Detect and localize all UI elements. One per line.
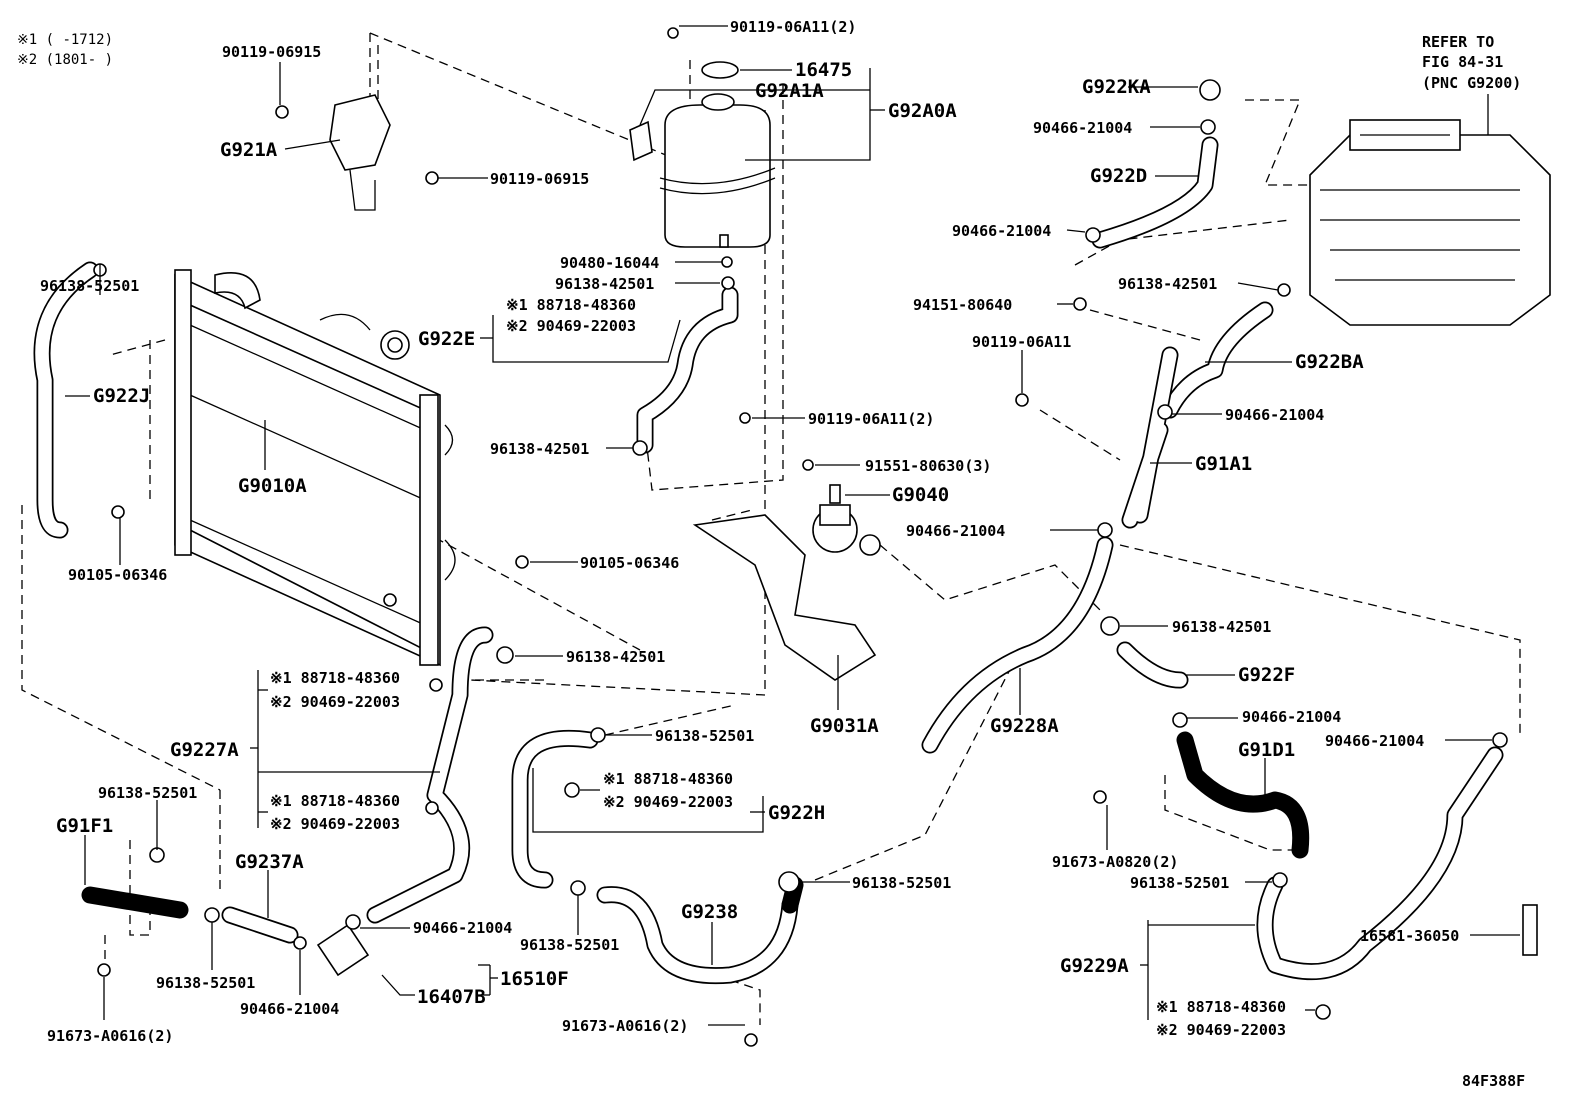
label-note2-90469-22003-a: ※2 90469-22003	[506, 317, 636, 335]
label-90119-06a11-2-top: 90119-06A11(2)	[730, 18, 856, 36]
label-96138-42501-f: 96138-42501	[1172, 618, 1271, 636]
label-note1-88718-48360-a: ※1 88718-48360	[506, 296, 636, 314]
refer-line-2: FIG 84-31	[1422, 53, 1503, 71]
label-note1-88718-48360-e: ※1 88718-48360	[1156, 998, 1286, 1016]
label-96138-42501-rad: 96138-42501	[566, 648, 665, 666]
label-90119-06a11-2-mid: 90119-06A11(2)	[808, 410, 934, 428]
label-91673-a0820-2: 91673-A0820(2)	[1052, 853, 1178, 871]
label-90466-21004-a1: 90466-21004	[906, 522, 1005, 540]
label-96138-42501-e: 96138-42501	[490, 440, 589, 458]
refer-line-1: REFER TO	[1422, 33, 1494, 51]
label-note1-88718-48360-d: ※1 88718-48360	[603, 770, 733, 788]
label-96138-42501-inv: 96138-42501	[1118, 275, 1217, 293]
label-90466-21004-d: 90466-21004	[952, 222, 1051, 240]
label-90119-06915-a: 90119-06915	[222, 43, 321, 61]
label-g921a: G921A	[220, 139, 278, 161]
water-pump	[692, 484, 881, 681]
figure-id: 84F388F	[1462, 1072, 1525, 1090]
leader-lines	[65, 25, 1520, 1026]
note-1: ※1 ( -1712)	[17, 32, 113, 48]
label-note1-88718-48360-b: ※1 88718-48360	[270, 669, 400, 687]
label-g9228a: G9228A	[990, 715, 1059, 737]
label-g91d1: G91D1	[1238, 739, 1295, 761]
label-g922f: G922F	[1238, 664, 1295, 686]
label-96138-52501-h: 96138-52501	[655, 727, 754, 745]
label-91673-a0616-2-mid: 91673-A0616(2)	[562, 1017, 688, 1035]
label-90466-21004-ka: 90466-21004	[1033, 119, 1132, 137]
label-96138-52501-f1: 96138-52501	[98, 784, 197, 802]
hoses	[33, 136, 1504, 985]
label-94151-80640: 94151-80640	[913, 296, 1012, 314]
label-g92a0a: G92A0A	[888, 100, 957, 122]
label-96138-52501-j: 96138-52501	[852, 874, 951, 892]
label-g91f1: G91F1	[56, 815, 113, 837]
note-2: ※2 (1801- )	[17, 52, 113, 68]
label-g92a1a: G92A1A	[755, 80, 824, 102]
label-note2-90469-22003-b: ※2 90469-22003	[270, 693, 400, 711]
label-96138-42501-tank: 96138-42501	[555, 275, 654, 293]
label-91551-80630-3: 91551-80630(3)	[865, 457, 991, 475]
label-g922d: G922D	[1090, 165, 1147, 187]
callout-labels: 90119-06915 G921A 90119-06915 90119-06A1…	[40, 18, 1525, 1090]
bracket-g921a	[275, 94, 439, 211]
refer-line-3: (PNC G9200)	[1422, 74, 1521, 92]
label-16407b: 16407B	[417, 986, 486, 1008]
label-g91a1: G91A1	[1195, 453, 1252, 475]
label-g9010a: G9010A	[238, 475, 307, 497]
label-90105-06346-left: 90105-06346	[68, 566, 167, 584]
label-90466-21004-f: 90466-21004	[1242, 708, 1341, 726]
label-16510f: 16510F	[500, 968, 569, 990]
inverter-unit	[1309, 119, 1551, 326]
label-g922ka: G922KA	[1082, 76, 1151, 98]
label-g9040: G9040	[892, 484, 949, 506]
clamps-and-bolts	[93, 27, 1538, 1047]
label-g9238: G9238	[681, 901, 738, 923]
reservoir-tank	[629, 61, 776, 248]
label-g922j: G922J	[93, 385, 150, 407]
label-g9031a: G9031A	[810, 715, 879, 737]
label-96138-52501-left: 96138-52501	[40, 277, 139, 295]
label-g9229a: G9229A	[1060, 955, 1129, 977]
label-g9227a: G9227A	[170, 739, 239, 761]
label-g922h: G922H	[768, 802, 825, 824]
label-96138-52501-g: 96138-52501	[156, 974, 255, 992]
label-note1-88718-48360-c: ※1 88718-48360	[270, 792, 400, 810]
label-90466-21004-g: 90466-21004	[413, 919, 512, 937]
label-note2-90469-22003-c: ※2 90469-22003	[270, 815, 400, 833]
label-90466-21004-ba: 90466-21004	[1225, 406, 1324, 424]
label-90466-21004-right: 90466-21004	[1325, 732, 1424, 750]
label-16475: 16475	[795, 59, 852, 81]
label-96138-52501-d1: 96138-52501	[1130, 874, 1229, 892]
label-90480-16044: 90480-16044	[560, 254, 659, 272]
label-g9237a: G9237A	[235, 851, 304, 873]
radiator-assembly	[174, 269, 456, 667]
label-16581-36050: 16581-36050	[1360, 927, 1459, 945]
label-g922ba: G922BA	[1295, 351, 1364, 373]
label-90466-21004-h: 90466-21004	[240, 1000, 339, 1018]
label-g922e: G922E	[418, 328, 475, 350]
label-90119-06a11: 90119-06A11	[972, 333, 1071, 351]
label-90105-06346-mid: 90105-06346	[580, 554, 679, 572]
label-96138-52501-i: 96138-52501	[520, 936, 619, 954]
label-91673-a0616-2-left: 91673-A0616(2)	[47, 1027, 173, 1045]
label-note2-90469-22003-e: ※2 90469-22003	[1156, 1021, 1286, 1039]
label-90119-06915-b: 90119-06915	[490, 170, 589, 188]
label-note2-90469-22003-d: ※2 90469-22003	[603, 793, 733, 811]
